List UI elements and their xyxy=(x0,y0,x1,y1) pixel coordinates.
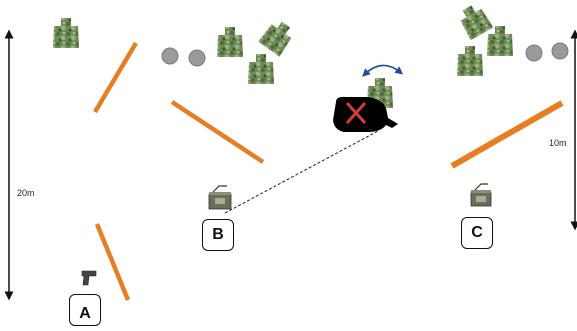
camo-target-icon xyxy=(455,1,494,41)
barricades xyxy=(93,41,564,301)
no-shoot-target xyxy=(333,96,398,132)
swing-arrow-icon xyxy=(362,64,404,77)
ammo-can-icon xyxy=(470,183,492,207)
barricade-center xyxy=(170,100,265,164)
camo-target-icon xyxy=(53,18,79,48)
camo-target-icon xyxy=(248,54,274,84)
steel-plate-icon xyxy=(525,44,543,62)
steel-plates xyxy=(161,42,569,67)
position-b-box: B xyxy=(202,219,234,251)
steel-plate-icon xyxy=(551,42,569,60)
camo-target-icon xyxy=(258,17,297,57)
targets xyxy=(53,1,513,108)
steel-plate-icon xyxy=(161,47,179,65)
barricade-left-bottom xyxy=(94,223,131,301)
left-scale-label: 20m xyxy=(17,188,35,198)
camo-target-icon xyxy=(457,46,483,76)
steel-plate-icon xyxy=(188,49,206,67)
ammo-can-icon xyxy=(208,185,232,210)
pistol-icon xyxy=(81,270,97,286)
path-line xyxy=(224,130,379,214)
position-b-label: B xyxy=(212,226,224,243)
right-scale-label: 10m xyxy=(549,138,567,148)
position-a-box: A xyxy=(69,294,101,326)
camo-target-icon xyxy=(487,26,513,56)
position-c-box: C xyxy=(461,217,493,249)
barricade-right xyxy=(450,100,564,169)
barricade-left-top xyxy=(93,41,138,114)
position-a-label: A xyxy=(79,305,91,322)
camo-target-icon xyxy=(217,27,243,57)
position-c-label: C xyxy=(471,224,483,241)
